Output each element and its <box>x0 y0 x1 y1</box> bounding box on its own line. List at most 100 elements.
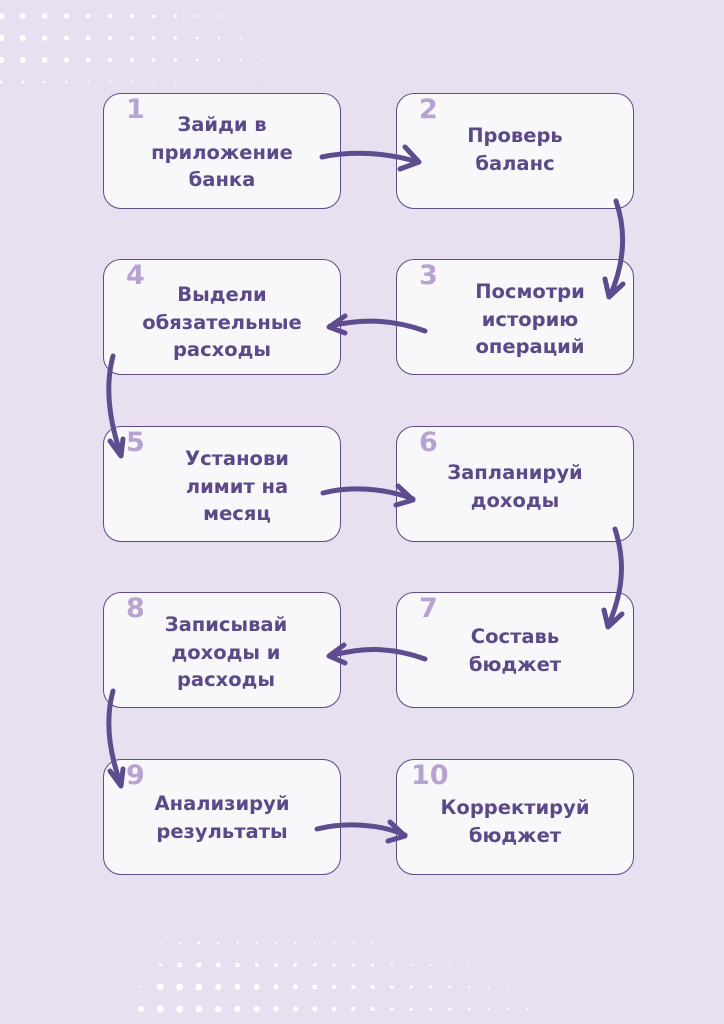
step-label: Выдели обязательные расходы <box>142 283 302 361</box>
decorative-dot <box>274 962 279 968</box>
decorative-dot <box>390 985 394 989</box>
decorative-dot <box>351 1006 356 1012</box>
step-label: Составь бюджет <box>468 625 562 676</box>
step-label: Запланируй доходы <box>447 461 583 512</box>
decorative-dot <box>293 963 298 967</box>
decorative-dot <box>370 985 375 989</box>
decorative-dot <box>215 983 222 991</box>
decorative-dot <box>217 941 220 945</box>
decorative-dot <box>261 59 264 61</box>
decorative-dot <box>87 80 90 84</box>
step-number: 6 <box>419 427 438 458</box>
step-label: Анализируй результаты <box>154 792 290 843</box>
decorative-dot <box>140 986 142 988</box>
step-label: Посмотри историю операций <box>475 280 585 358</box>
decorative-dot <box>332 963 336 967</box>
decorative-dot <box>584 1008 586 1010</box>
decorative-dot <box>312 984 318 990</box>
step-card-6: 6 Запланируй доходы <box>396 426 634 542</box>
decorative-dot <box>65 80 68 84</box>
decorative-dot <box>273 1006 279 1012</box>
decorative-dot <box>178 941 181 945</box>
decorative-dot <box>197 941 201 945</box>
decorative-dot <box>85 13 91 19</box>
decorative-dot <box>151 14 156 18</box>
decorative-dot <box>217 58 221 62</box>
decorative-dot <box>173 14 177 18</box>
decorative-dot <box>107 13 113 19</box>
decorative-dot <box>448 985 452 989</box>
decorative-dot <box>85 57 91 63</box>
decorative-dot <box>240 81 242 83</box>
decorative-dot <box>410 963 413 967</box>
decorative-dot <box>129 14 134 18</box>
decorative-dot <box>159 942 162 944</box>
decorative-dot <box>467 1007 471 1011</box>
decorative-dot <box>129 36 134 40</box>
decorative-dot <box>294 942 297 944</box>
decorative-dot <box>41 57 48 63</box>
decorative-dot <box>174 81 177 83</box>
decorative-dot <box>255 941 258 945</box>
decorative-dot <box>273 984 279 990</box>
decorative-dot <box>390 963 394 967</box>
step-card-9: 9 Анализируй результаты <box>103 759 341 875</box>
decorative-dot <box>196 962 202 968</box>
step-number: 3 <box>419 260 438 291</box>
decorative-dot <box>409 1007 413 1011</box>
decorative-dot <box>156 983 164 991</box>
decorative-dot <box>43 80 46 84</box>
decorative-dot <box>448 1007 452 1011</box>
decorative-dot <box>449 942 451 944</box>
decorative-dot <box>313 942 316 944</box>
step-card-8: 8 Записывай доходы и расходы <box>103 592 341 708</box>
decorative-dot <box>262 81 264 83</box>
decorative-dot <box>526 1008 528 1010</box>
step-number: 5 <box>126 427 145 458</box>
decorative-dot <box>371 963 374 967</box>
decorative-dot <box>218 81 220 83</box>
decorative-dot <box>195 1005 203 1013</box>
step-card-4: 4 Выдели обязательные расходы <box>103 259 341 375</box>
decorative-dot <box>292 984 298 990</box>
step-label: Корректируй бюджет <box>440 796 590 847</box>
decorative-dot <box>283 59 285 61</box>
step-label: Проверь баланс <box>467 124 563 175</box>
decorative-dot <box>215 1005 222 1013</box>
decorative-dot <box>63 57 69 63</box>
decorative-dot <box>173 58 177 62</box>
decorative-dot <box>0 56 5 64</box>
decorative-dot <box>370 1006 375 1012</box>
step-number: 8 <box>126 593 145 624</box>
decorative-dot <box>234 1005 241 1013</box>
decorative-dot <box>333 942 335 944</box>
decorative-dot <box>429 985 432 989</box>
decorative-dot <box>41 13 48 19</box>
decorative-dot <box>312 1006 318 1012</box>
step-number: 9 <box>126 760 145 791</box>
decorative-dot <box>195 14 199 18</box>
step-card-5: 5 Установи лимит на месяц <box>103 426 341 542</box>
decorative-dot <box>545 986 547 988</box>
decorative-dot <box>195 58 199 62</box>
decorative-dot <box>0 34 5 42</box>
step-number: 7 <box>419 593 438 624</box>
decorative-dot <box>389 1007 394 1011</box>
decorative-dot <box>176 1005 184 1013</box>
decorative-dot <box>236 941 239 945</box>
step-number: 2 <box>419 94 438 125</box>
decorative-dot <box>351 963 355 967</box>
decorative-dot <box>129 58 134 62</box>
decorative-dot <box>331 1006 337 1012</box>
decorative-dot <box>130 81 133 83</box>
decorative-dot <box>253 984 260 990</box>
decorative-dot <box>151 58 156 62</box>
decorative-dot <box>545 1008 548 1010</box>
decorative-dot <box>63 13 69 19</box>
decorative-dot <box>275 941 278 945</box>
decorative-dot <box>254 962 259 968</box>
step-number: 4 <box>126 260 145 291</box>
step-number: 10 <box>411 760 449 791</box>
decorative-dot <box>234 984 241 990</box>
decorative-dot <box>107 35 113 41</box>
